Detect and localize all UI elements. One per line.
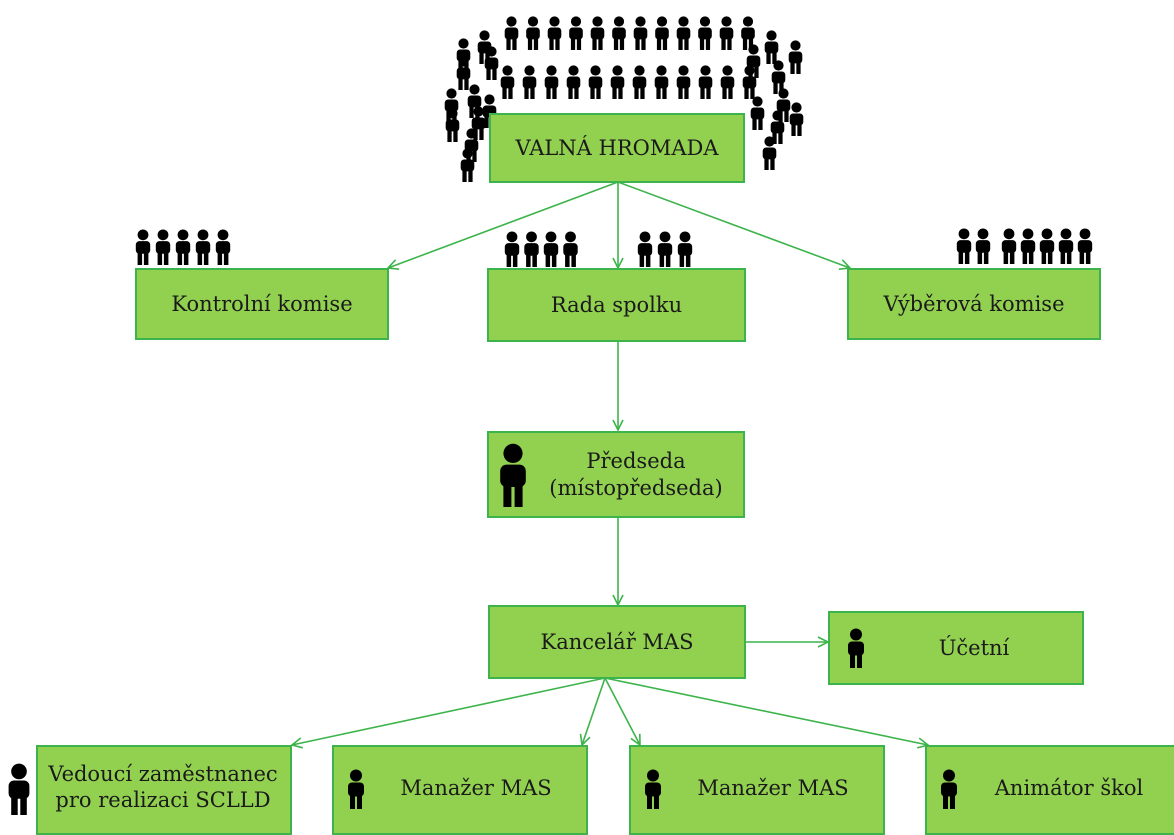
person-icon [500, 443, 526, 507]
rada-member-icon [543, 231, 559, 267]
vyberova-member-icon [1001, 228, 1017, 264]
valna-member-icon [547, 16, 562, 50]
arrow-valna-kontrolni [388, 181, 619, 268]
valna-member-icon [654, 65, 669, 99]
node-kancelar-mas: Kancelář MAS [488, 605, 746, 679]
arrow-kancelar-vedouci [292, 677, 606, 745]
kontrolni-member-icon [215, 229, 231, 265]
node-vyberova-komise-label: Výběrová komise [883, 291, 1065, 316]
node-rada-spolku-label: Rada spolku [550, 292, 683, 317]
person-icon [941, 769, 957, 809]
arrow-kancelar-manazer2 [604, 677, 640, 745]
valna-member-icon [676, 16, 691, 50]
node-rada-spolku: Rada spolku [487, 268, 746, 342]
person-icon [8, 763, 30, 815]
node-predseda-line2: (místopředseda) [549, 475, 723, 500]
valna-member-icon [750, 96, 765, 130]
valna-member-icon [504, 16, 519, 50]
valna-member-icon [764, 30, 779, 64]
node-valna-hromada: VALNÁ HROMADA [489, 113, 745, 183]
node-kontrolni-komise: Kontrolní komise [135, 268, 389, 340]
node-manazer-mas-2-label: Manažer MAS [697, 776, 849, 800]
node-kancelar-mas-label: Kancelář MAS [540, 629, 694, 654]
rada-member-icon [524, 231, 539, 267]
node-vyberova-komise: Výběrová komise [847, 268, 1101, 340]
person-icon [645, 769, 661, 809]
node-manazer-mas-2: Manažer MAS [629, 745, 885, 835]
valna-member-icon [698, 65, 713, 99]
node-vedouci-zamestnanec: Vedoucí zaměstnanec pro realizaci SCLLD [36, 745, 292, 835]
node-animator-skol: Animátor škol [925, 745, 1174, 835]
valna-member-icon [676, 65, 691, 99]
kontrolni-member-icon [135, 229, 151, 265]
node-manazer-mas-1-label: Manažer MAS [400, 776, 552, 800]
valna-member-icon [719, 16, 734, 50]
person-icon [848, 628, 864, 668]
valna-member-icon [544, 65, 559, 99]
valna-member-icon [789, 102, 804, 136]
valna-member-icon [590, 16, 605, 50]
valna-member-icon [762, 136, 777, 170]
valna-member-icon [445, 108, 460, 142]
rada-member-icon [657, 231, 673, 267]
kontrolni-member-icon [175, 229, 191, 265]
valna-member-icon [788, 40, 803, 74]
valna-member-icon [633, 16, 648, 50]
valna-member-icon [612, 16, 626, 50]
node-predseda-line1: Předseda [586, 449, 686, 474]
valna-member-icon [526, 16, 540, 50]
kontrolni-member-icon [155, 229, 171, 265]
valna-member-icon [500, 65, 515, 99]
node-predseda-label: Předseda (místopředseda) [529, 448, 743, 501]
person-icon [348, 769, 364, 809]
node-vedouci-line2: pro realizaci SCLLD [55, 788, 271, 813]
rada-member-icon [637, 231, 653, 267]
valna-member-icon [588, 65, 603, 99]
valna-member-icon [569, 16, 583, 50]
valna-member-icon [698, 16, 712, 50]
valna-member-icon [655, 16, 669, 50]
node-valna-hromada-label: VALNÁ HROMADA [515, 135, 719, 160]
kontrolni-member-icon [195, 229, 211, 265]
valna-member-icon [522, 65, 537, 99]
node-kontrolni-komise-label: Kontrolní komise [171, 291, 353, 316]
arrow-kancelar-animator [604, 677, 928, 745]
node-predseda: Předseda (místopředseda) [487, 431, 745, 518]
rada-member-icon [563, 231, 578, 267]
vyberova-member-icon [1058, 228, 1074, 264]
vyberova-member-icon [975, 228, 991, 264]
rada-member-icon [504, 231, 520, 267]
node-ucetni: Účetní [828, 611, 1084, 685]
valna-member-icon [456, 38, 471, 72]
node-animator-skol-label: Animátor škol [994, 776, 1144, 800]
valna-member-icon [456, 56, 471, 90]
valna-member-icon [471, 106, 486, 140]
node-vedouci-line1: Vedoucí zaměstnanec [48, 762, 278, 786]
node-ucetni-label: Účetní [938, 635, 1010, 660]
arrow-valna-vyberova [617, 181, 850, 268]
connectors [292, 181, 928, 745]
node-manazer-mas-1: Manažer MAS [332, 745, 588, 835]
valna-member-icon [632, 65, 647, 99]
valna-member-icon [484, 46, 499, 80]
node-vedouci-label: Vedoucí zaměstnanec pro realizaci SCLLD [48, 761, 277, 814]
vyberova-member-icon [1039, 228, 1055, 264]
valna-member-icon [610, 65, 625, 99]
vyberova-member-icon [1077, 228, 1093, 264]
vyberova-member-icon [956, 228, 972, 264]
valna-member-icon [720, 65, 735, 99]
vyberova-member-icon [1020, 228, 1036, 264]
valna-member-icon [566, 65, 581, 99]
valna-member-icon [460, 148, 475, 182]
rada-member-icon [677, 231, 693, 267]
arrow-kancelar-manazer1 [582, 677, 606, 745]
